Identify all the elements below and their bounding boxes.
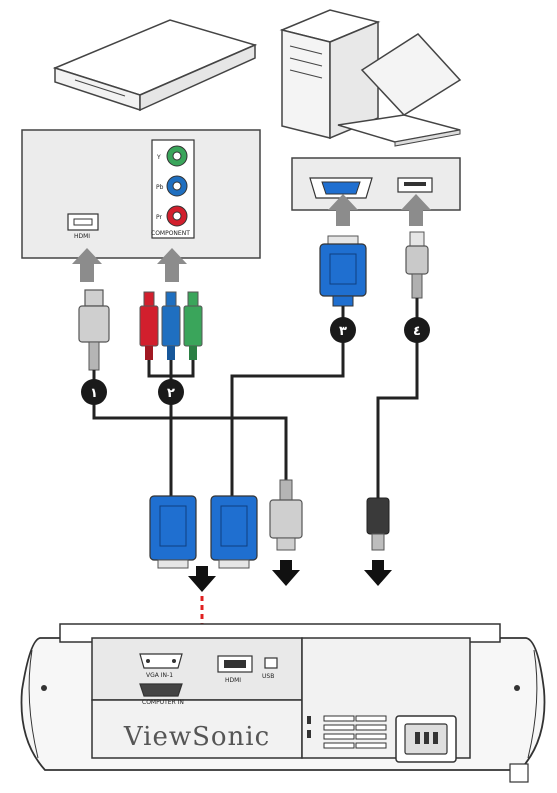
component-jack-pb: [167, 176, 187, 196]
hdmi-port-label: HDMI: [74, 233, 90, 240]
usb-port: [398, 178, 432, 192]
projector-usb-label: USB: [262, 673, 274, 680]
projector-vga-in-1-label: VGA IN-1: [146, 672, 173, 679]
usb-cable-bottom: [367, 498, 389, 550]
step-badge-4-text: ٤: [413, 324, 421, 339]
jack-label-y: Y: [156, 154, 161, 161]
projector-foot: [510, 764, 528, 782]
dvd-player: [55, 20, 255, 110]
component-cable-green: [184, 292, 202, 360]
projector-hdmi-port: [218, 656, 252, 672]
computer-output-panel: [292, 158, 460, 210]
vga-cable-bottom-left: [150, 496, 196, 568]
projector-power-socket: [396, 716, 456, 762]
hdmi-cable-wire: [94, 370, 286, 480]
projector-computer-in-label: COMPUTER IN: [142, 699, 184, 706]
usb-cable-top: [406, 232, 428, 298]
step-badge-3: ٣: [330, 317, 356, 343]
projector-usb-port: [265, 658, 277, 668]
step-badge-1: ١: [81, 379, 107, 405]
component-jack-pr: [167, 206, 187, 226]
projector-hdmi-label: HDMI: [225, 677, 241, 684]
component-jack-y: [167, 146, 187, 166]
arrow-down-vga-icon: [188, 566, 216, 592]
projector-computer-in-port: [140, 684, 182, 696]
arrow-down-usb-icon: [364, 560, 392, 586]
projector-vga-in-1-port: [140, 654, 182, 668]
hdmi-port: [68, 214, 98, 230]
step-badge-4: ٤: [404, 317, 430, 343]
step-badge-3-text: ٣: [339, 324, 347, 339]
jack-label-pr: Pr: [156, 214, 163, 221]
vga-cable-top: [320, 236, 366, 306]
hdmi-cable-top: [79, 290, 109, 370]
step-badge-2-text: ٢: [167, 386, 175, 401]
step-badge-2: ٢: [158, 379, 184, 405]
arrow-down-hdmi-icon: [272, 560, 300, 586]
jack-label-pb: Pb: [156, 184, 164, 191]
projector-rear: VGA IN-1 COMPUTER IN HDMI USB ViewSonic: [21, 624, 544, 782]
component-cable-red: [140, 292, 158, 360]
desktop-computer: [282, 10, 378, 138]
projector-brand-logo: ViewSonic: [123, 722, 270, 752]
step-badge-1-text: ١: [90, 386, 98, 401]
av-output-panel: HDMI Y Pb Pr COMPONENT: [22, 130, 260, 258]
component-label: COMPONENT: [151, 230, 190, 237]
vga-cable-bottom-right: [211, 496, 257, 568]
vga-port: [310, 178, 372, 198]
component-cable-blue: [162, 292, 180, 360]
hdmi-cable-bottom: [270, 480, 302, 550]
